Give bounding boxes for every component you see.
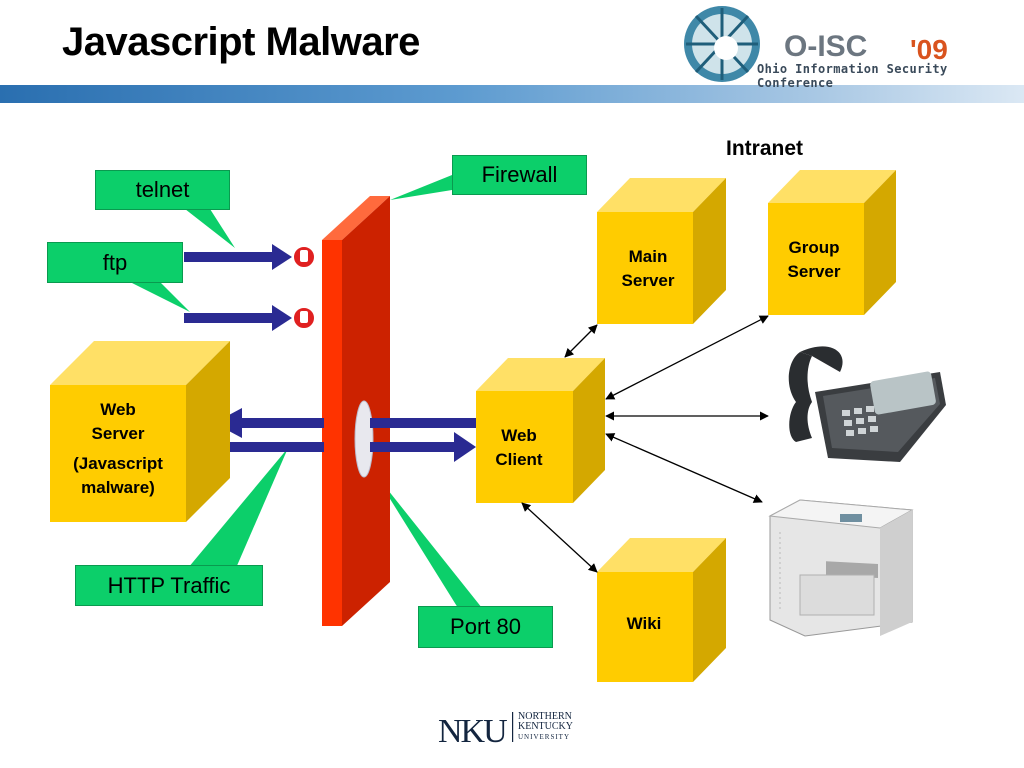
web-server-label-line: Server bbox=[91, 424, 145, 443]
port-opening bbox=[354, 400, 374, 478]
firewall-wall bbox=[322, 196, 390, 626]
slide-title: Javascript Malware bbox=[62, 20, 420, 64]
ip-phone-icon bbox=[788, 346, 946, 462]
firewall-callout-pointer bbox=[390, 175, 452, 200]
main-server-label-line: Server bbox=[621, 271, 675, 290]
oisc-logo-year: '09 bbox=[910, 34, 948, 65]
http-left-arrows bbox=[214, 408, 324, 452]
group-server-label-line: Server bbox=[787, 262, 841, 281]
intranet-label: Intranet bbox=[726, 137, 804, 160]
oisc-starburst-logo bbox=[684, 6, 760, 82]
nku-logo-icon: NKU bbox=[438, 712, 514, 750]
ftp-callout: ftp bbox=[47, 242, 183, 283]
telnet-blocked-arrow bbox=[184, 244, 292, 270]
telnet-callout-pointer bbox=[185, 209, 235, 248]
client-main-server-link bbox=[564, 324, 598, 358]
printer-icon bbox=[768, 499, 914, 637]
nku-logo-text: NORTHERN KENTUCKY UNIVERSITY bbox=[518, 712, 573, 742]
oisc-logo-subtitle: Ohio Information Security Conference bbox=[757, 62, 948, 90]
http-callout-pointer bbox=[188, 448, 288, 568]
client-printer-link bbox=[605, 433, 763, 503]
wiki-label-line: Wiki bbox=[626, 614, 662, 633]
http-traffic-callout: HTTP Traffic bbox=[75, 565, 263, 606]
nku-logo-line: KENTUCKY bbox=[518, 721, 573, 732]
stop-hand-icon bbox=[292, 306, 316, 330]
web-server-label-line: (Javascript bbox=[73, 454, 163, 473]
web-server-label-line: malware) bbox=[81, 478, 155, 497]
stop-hand-icon bbox=[292, 245, 316, 269]
oisc-logo-name: O-ISC bbox=[784, 30, 868, 63]
group-server-label-line: Group bbox=[788, 238, 840, 257]
wiki-cube bbox=[597, 538, 726, 682]
web-server-label: Web Server (Javascript malware) bbox=[50, 398, 186, 500]
web-client-label-line: Web bbox=[501, 426, 537, 445]
web-server-cube bbox=[50, 341, 230, 522]
web-server-label-line: Web bbox=[100, 400, 136, 419]
group-server-cube bbox=[768, 170, 896, 315]
ftp-blocked-arrow bbox=[184, 305, 292, 331]
client-wiki-link bbox=[521, 502, 598, 573]
nku-logo-line: NORTHERN bbox=[518, 711, 572, 722]
port80-callout: Port 80 bbox=[418, 606, 553, 648]
group-server-label: Group Server bbox=[766, 236, 862, 284]
main-server-label: Main Server bbox=[600, 245, 696, 293]
web-client-label-line: Client bbox=[495, 450, 543, 469]
telnet-callout: telnet bbox=[95, 170, 230, 210]
wiki-label: Wiki bbox=[596, 612, 692, 636]
web-client-cube bbox=[476, 358, 605, 503]
firewall-callout: Firewall bbox=[452, 155, 587, 195]
http-right-arrows bbox=[370, 418, 476, 462]
ftp-callout-pointer bbox=[130, 282, 190, 312]
client-group-server-link bbox=[605, 315, 769, 400]
header-gradient-bar bbox=[0, 85, 1024, 103]
main-server-label-line: Main bbox=[628, 247, 668, 266]
port80-callout-pointer bbox=[372, 470, 482, 608]
svg-text:NKU: NKU bbox=[438, 713, 507, 750]
nku-logo-line: UNIVERSITY bbox=[518, 733, 570, 741]
web-client-label: Web Client bbox=[476, 424, 562, 472]
main-server-cube bbox=[597, 178, 726, 324]
intranet-connections bbox=[521, 315, 769, 573]
